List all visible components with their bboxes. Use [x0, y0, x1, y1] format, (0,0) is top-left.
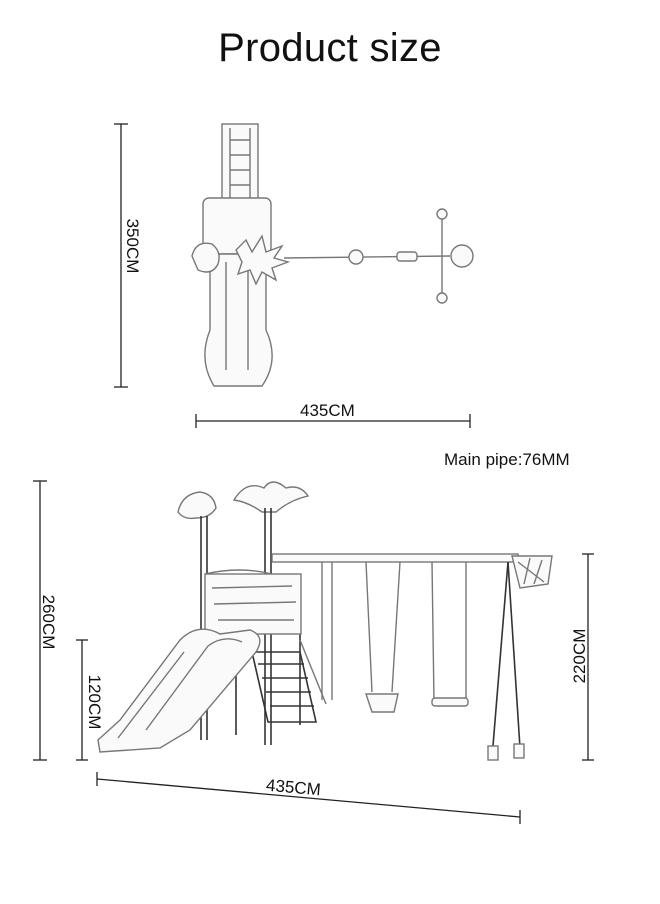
top-view-drawing — [191, 123, 474, 387]
side-total-height-dimension-line — [33, 480, 47, 761]
side-length-dimension-line — [96, 772, 521, 824]
page-title: Product size — [218, 26, 442, 70]
top-width-dimension-line — [195, 414, 471, 428]
side-view-drawing — [97, 481, 553, 761]
top-width-label: 435CM — [300, 401, 355, 420]
side-platform-height-label: 120CM — [85, 674, 104, 730]
side-total-height-label: 260CM — [39, 594, 58, 650]
top-height-label: 350CM — [123, 218, 142, 274]
top-height-dimension-line — [114, 123, 128, 388]
side-swing-height-dimension-line — [582, 553, 594, 761]
main-pipe-spec: Main pipe:76MM — [444, 450, 570, 469]
side-platform-height-dimension-line — [76, 639, 88, 761]
side-swing-height-label: 220CM — [570, 628, 589, 684]
